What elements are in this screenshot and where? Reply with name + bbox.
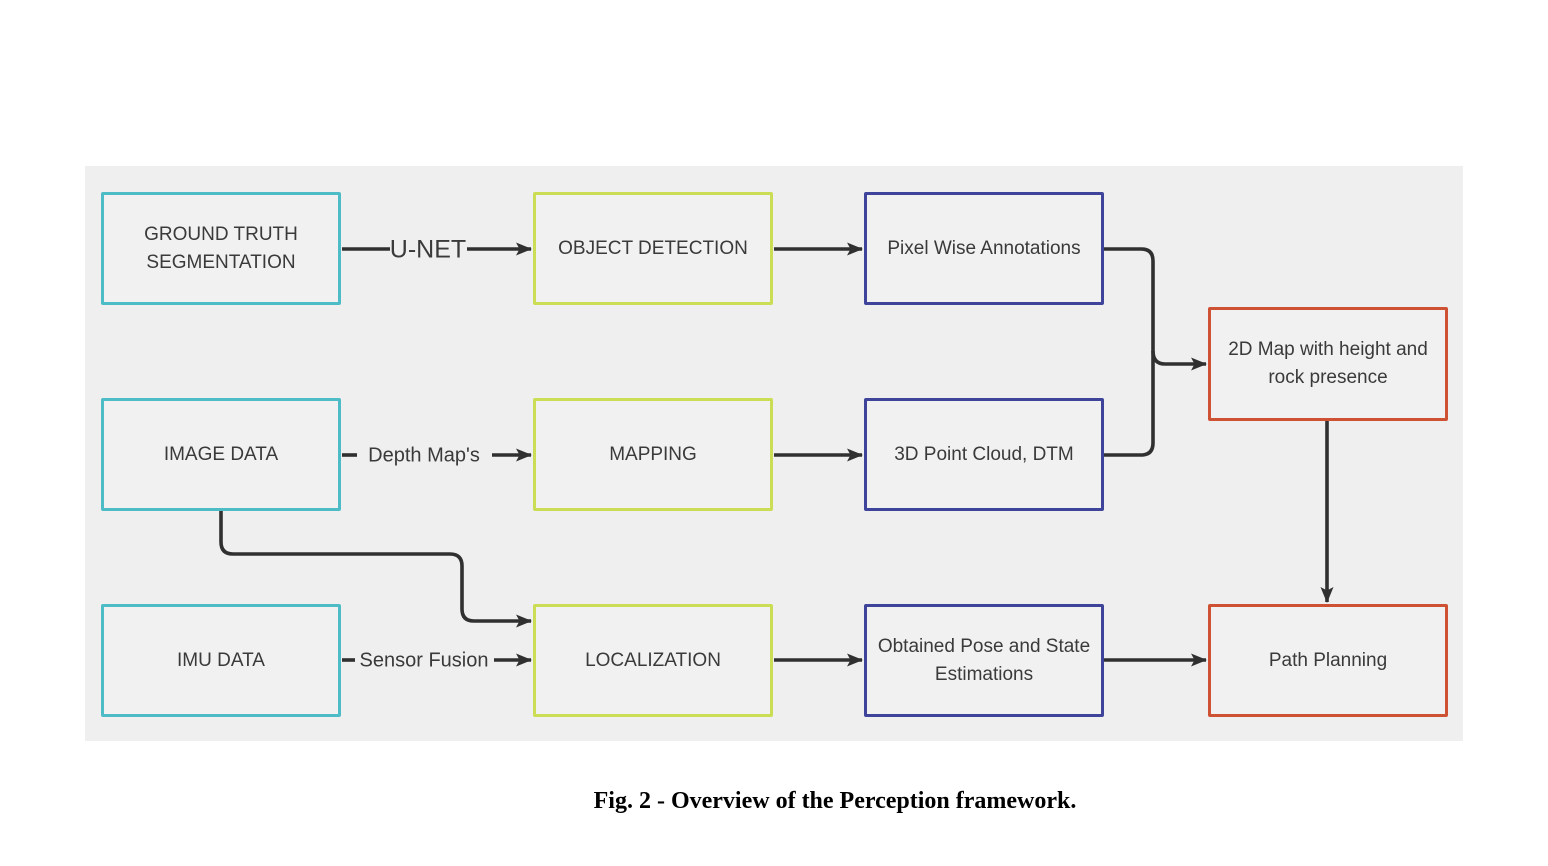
node-localization: LOCALIZATION	[533, 604, 773, 717]
edge-label-depth-maps: Depth Map's	[368, 444, 480, 467]
edge-label-u-net: U-NET	[389, 235, 467, 264]
node-3d-point-cloud-dtm: 3D Point Cloud, DTM	[864, 398, 1104, 511]
node-2d-map: 2D Map with height and rock presence	[1208, 307, 1448, 421]
node-label: LOCALIZATION	[585, 649, 721, 671]
edge-label-sensor-fusion: Sensor Fusion	[359, 649, 489, 672]
node-path-planning: Path Planning	[1208, 604, 1448, 717]
node-label: 3D Point Cloud, DTM	[894, 443, 1074, 465]
node-obtained-pose-state: Obtained Pose and State Estimations	[864, 604, 1104, 717]
node-ground-truth-segmentation: GROUND TRUTH SEGMENTATION	[101, 192, 341, 305]
node-mapping: MAPPING	[533, 398, 773, 511]
node-image-data: IMAGE DATA	[101, 398, 341, 511]
node-label: IMU DATA	[177, 649, 265, 671]
node-label: Pixel Wise Annotations	[887, 237, 1081, 259]
node-pixel-wise-annotations: Pixel Wise Annotations	[864, 192, 1104, 305]
node-label: 2D Map with height and rock presence	[1228, 339, 1428, 388]
node-label: MAPPING	[609, 443, 697, 465]
node-label: Path Planning	[1268, 649, 1388, 671]
node-label: OBJECT DETECTION	[558, 237, 748, 259]
node-label: GROUND TRUTH SEGMENTATION	[144, 223, 298, 273]
node-imu-data: IMU DATA	[101, 604, 341, 717]
figure-caption: Fig. 2 - Overview of the Perception fram…	[593, 788, 1077, 814]
node-object-detection: OBJECT DETECTION	[533, 192, 773, 305]
node-label: Obtained Pose and State Estimations	[877, 635, 1091, 685]
node-label: IMAGE DATA	[163, 443, 279, 465]
